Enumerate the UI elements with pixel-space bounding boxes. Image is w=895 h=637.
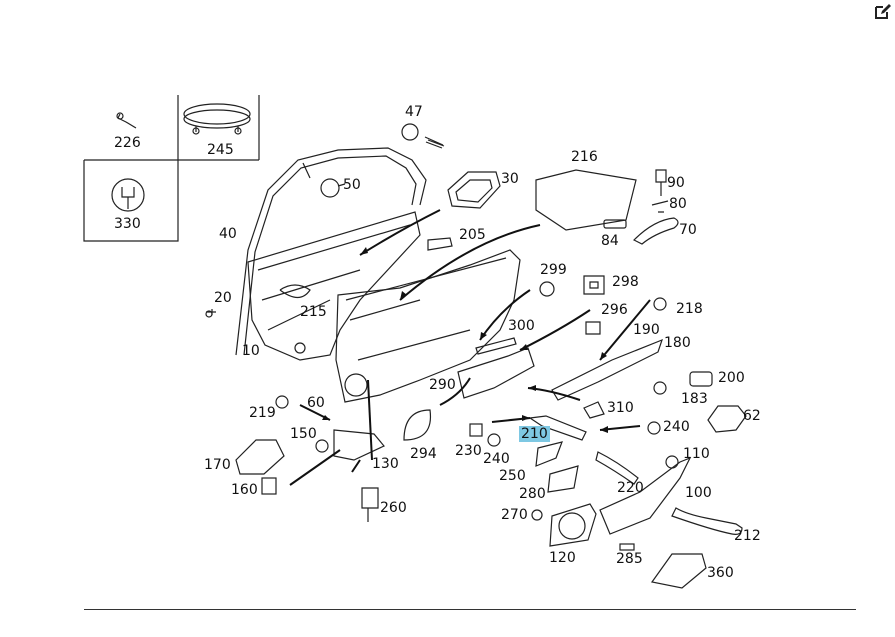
clip-245-drawing (183, 103, 251, 135)
label-245[interactable]: 245 (207, 142, 234, 158)
clip-330-drawing (111, 178, 145, 212)
label-30[interactable]: 30 (501, 171, 519, 187)
label-120[interactable]: 120 (549, 550, 576, 566)
label-330[interactable]: 330 (114, 216, 141, 232)
label-170[interactable]: 170 (204, 457, 231, 473)
armrest-290-drawing (457, 347, 535, 399)
label-250[interactable]: 250 (499, 468, 526, 484)
label-210[interactable]: 210 (519, 426, 550, 442)
label-260[interactable]: 260 (380, 500, 407, 516)
label-40[interactable]: 40 (219, 226, 237, 242)
label-205[interactable]: 205 (459, 227, 486, 243)
label-226[interactable]: 226 (114, 135, 141, 151)
label-220[interactable]: 220 (617, 480, 644, 496)
label-200[interactable]: 200 (718, 370, 745, 386)
label-180[interactable]: 180 (664, 335, 691, 351)
label-296[interactable]: 296 (601, 302, 628, 318)
label-50[interactable]: 50 (343, 177, 361, 193)
label-10[interactable]: 10 (242, 343, 260, 359)
handle-70-drawing (632, 217, 679, 245)
label-190[interactable]: 190 (633, 322, 660, 338)
label-360[interactable]: 360 (707, 565, 734, 581)
part-360-drawing (650, 553, 707, 589)
label-47[interactable]: 47 (405, 104, 423, 120)
door-panel-drawing (335, 249, 521, 403)
label-110[interactable]: 110 (683, 446, 710, 462)
pocket-130-drawing (333, 429, 385, 461)
edit-icon[interactable] (873, 2, 893, 22)
label-212[interactable]: 212 (734, 528, 761, 544)
bottom-divider (84, 609, 856, 610)
inset-box-lines (83, 95, 260, 242)
label-310[interactable]: 310 (607, 400, 634, 416)
label-60[interactable]: 60 (307, 395, 325, 411)
label-300[interactable]: 300 (508, 318, 535, 334)
label-160[interactable]: 160 (231, 482, 258, 498)
label-219[interactable]: 219 (249, 405, 276, 421)
window-frame-40-drawing (235, 147, 427, 356)
label-230[interactable]: 230 (455, 443, 482, 459)
label-270[interactable]: 270 (501, 507, 528, 523)
label-70[interactable]: 70 (679, 222, 697, 238)
label-298[interactable]: 298 (612, 274, 639, 290)
label-80[interactable]: 80 (669, 196, 687, 212)
label-20[interactable]: 20 (214, 290, 232, 306)
label-218[interactable]: 218 (676, 301, 703, 317)
label-280[interactable]: 280 (519, 486, 546, 502)
bezel-30-drawing (447, 171, 501, 209)
grille-294-drawing (403, 409, 432, 441)
label-62[interactable]: 62 (743, 408, 761, 424)
label-299[interactable]: 299 (540, 262, 567, 278)
label-100[interactable]: 100 (685, 485, 712, 501)
plug-50-drawing (320, 178, 340, 198)
speaker-grille-drawing (344, 373, 368, 397)
label-240-left[interactable]: 240 (483, 451, 510, 467)
label-150[interactable]: 150 (290, 426, 317, 442)
door-shell-drawing (247, 211, 421, 361)
label-290[interactable]: 290 (429, 377, 456, 393)
label-84[interactable]: 84 (601, 233, 619, 249)
label-294[interactable]: 294 (410, 446, 437, 462)
strip-300-drawing (475, 337, 517, 355)
label-130[interactable]: 130 (372, 456, 399, 472)
label-240-right[interactable]: 240 (663, 419, 690, 435)
trim-100-drawing (599, 456, 692, 535)
label-216[interactable]: 216 (571, 149, 598, 165)
label-90[interactable]: 90 (667, 175, 685, 191)
cap-62-drawing (707, 405, 747, 433)
pin-226-drawing (116, 112, 137, 129)
label-285[interactable]: 285 (616, 551, 643, 567)
washer-47-drawing (401, 123, 419, 141)
label-215[interactable]: 215 (300, 304, 327, 320)
block-170-drawing (235, 439, 285, 475)
trim-180-drawing (551, 338, 663, 401)
airbag-216-drawing (535, 169, 637, 231)
label-183[interactable]: 183 (681, 391, 708, 407)
speaker-120-drawing (549, 503, 597, 547)
bracket-210-drawing (528, 415, 587, 441)
